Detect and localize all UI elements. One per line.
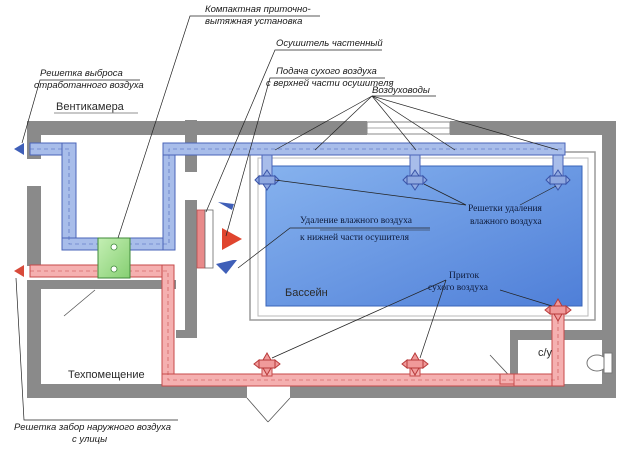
label-intake-1: Решетка забор наружного воздуха xyxy=(14,422,171,433)
intake-inlet-arrow xyxy=(14,265,24,277)
label-intake-2: с улицы xyxy=(72,434,107,445)
room-pool: Бассейн xyxy=(285,287,328,299)
top-window xyxy=(366,121,451,135)
exhaust-grille-3 xyxy=(545,169,571,191)
annotations: Компактная приточно- вытяжная установка … xyxy=(14,4,553,445)
supply-grille-1 xyxy=(253,351,281,377)
supply-grille-2 xyxy=(401,351,429,377)
exhaust-grille-2 xyxy=(402,169,428,191)
exhaust-outlet-arrow xyxy=(14,143,24,155)
room-vent-chamber: Вентикамера xyxy=(56,101,125,113)
pool-water xyxy=(265,165,583,307)
label-compact-unit-2: вытяжная установка xyxy=(205,16,302,27)
exhaust-duct-centerlines xyxy=(30,148,565,245)
label-grilles-1: Решетки удаления xyxy=(468,204,543,214)
door-swings xyxy=(63,289,519,423)
label-supply-1: Приток xyxy=(449,271,479,281)
label-ducts: Воздуховоды xyxy=(372,85,430,96)
supply-duct-centerlines xyxy=(30,270,559,381)
label-moist-removal-2: к нижней части осушителя xyxy=(300,232,410,243)
label-dry-air-2: с верхней части осушителя xyxy=(266,78,394,89)
pool-area xyxy=(249,151,596,321)
label-underlines xyxy=(54,112,430,231)
moist-air-arrow xyxy=(216,260,237,274)
label-grilles-2: влажного воздуха xyxy=(470,217,542,227)
leader-lines xyxy=(15,15,559,421)
label-supply-2: сухого воздуха xyxy=(428,283,489,293)
label-compact-unit-1: Компактная приточно- xyxy=(205,4,311,15)
label-exhaust-grille-2: отработанного воздуха xyxy=(34,80,144,91)
exhaust-grilles xyxy=(254,169,571,191)
supply-grille-3 xyxy=(544,297,572,323)
room-wc: с/у xyxy=(538,347,553,359)
toilet-fixture xyxy=(586,352,613,374)
room-tech: Техпомещение xyxy=(68,369,145,381)
supply-grilles xyxy=(253,297,572,377)
dehumidifier-arrows xyxy=(216,202,242,274)
dehumidifier xyxy=(196,209,214,269)
top-blue-arrow xyxy=(218,202,234,210)
label-exhaust-grille-1: Решетка выброса xyxy=(40,68,123,79)
label-dry-air-1: Подача сухого воздуха xyxy=(276,66,377,77)
air-handling-unit xyxy=(97,237,131,279)
exhaust-grille-1 xyxy=(254,169,280,191)
label-moist-removal-1: Удаление влажного воздуха xyxy=(300,216,413,226)
dry-air-arrow xyxy=(222,228,242,250)
label-dehumidifier: Осушитель частенный xyxy=(276,38,383,49)
